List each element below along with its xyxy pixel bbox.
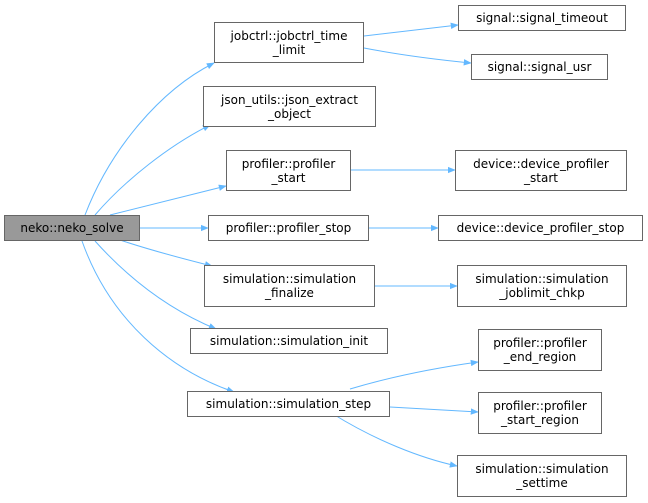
node-device-profiler-start-label: device::device_profiler _start bbox=[473, 156, 609, 185]
node-jobctrl-time-limit-label: jobctrl::jobctrl_time _limit bbox=[230, 28, 348, 57]
node-simulation-init[interactable]: simulation::simulation_init bbox=[190, 328, 388, 354]
node-jobctrl-time-limit[interactable]: jobctrl::jobctrl_time _limit bbox=[214, 22, 364, 63]
node-profiler-start-region[interactable]: profiler::profiler _start_region bbox=[478, 392, 602, 434]
node-profiler-start[interactable]: profiler::profiler _start bbox=[226, 150, 351, 191]
node-signal-timeout[interactable]: signal::signal_timeout bbox=[458, 5, 626, 31]
node-simulation-settime[interactable]: simulation::simulation _settime bbox=[457, 455, 627, 497]
node-simulation-finalize-label: simulation::simulation _finalize bbox=[222, 272, 357, 300]
node-simulation-joblimit-chkp-label: simulation::simulation _joblimit_chkp bbox=[475, 272, 609, 300]
node-signal-usr[interactable]: signal::signal_usr bbox=[471, 54, 608, 80]
node-profiler-end-region-label: profiler::profiler _end_region bbox=[493, 336, 587, 364]
node-profiler-start-region-label: profiler::profiler _start_region bbox=[493, 399, 587, 427]
node-json-extract-object-label: json_utils::json_extract _object bbox=[221, 92, 358, 121]
edge-simulation-step-to-end-region bbox=[349, 359, 479, 390]
edge-neko-solve-to-simulation-step bbox=[81, 240, 235, 393]
node-signal-usr-label: signal::signal_usr bbox=[487, 60, 592, 74]
node-device-profiler-stop[interactable]: device::device_profiler_stop bbox=[438, 215, 643, 241]
edge-neko-solve-to-simulation-finalize bbox=[119, 239, 213, 268]
node-neko-solve: neko::neko_solve bbox=[4, 215, 140, 241]
edge-neko-solve-to-json-extract-object bbox=[94, 124, 211, 216]
node-profiler-stop[interactable]: profiler::profiler_stop bbox=[208, 215, 369, 241]
edge-jobctrl-to-signal-usr bbox=[363, 47, 472, 66]
edge-jobctrl-to-signal-timeout bbox=[363, 22, 459, 37]
edge-neko-solve-to-simulation-init bbox=[94, 240, 217, 330]
node-json-extract-object[interactable]: json_utils::json_extract _object bbox=[203, 86, 376, 127]
node-neko-solve-label: neko::neko_solve bbox=[20, 221, 124, 235]
node-simulation-step[interactable]: simulation::simulation_step bbox=[187, 391, 390, 417]
edge-neko-solve-to-jobctrl-time-limit bbox=[84, 62, 215, 216]
node-simulation-init-label: simulation::simulation_init bbox=[209, 334, 369, 348]
node-device-profiler-start[interactable]: device::device_profiler _start bbox=[455, 150, 627, 191]
edge-neko-solve-to-profiler-start bbox=[109, 184, 227, 216]
node-profiler-start-label: profiler::profiler _start bbox=[241, 156, 336, 185]
node-profiler-end-region[interactable]: profiler::profiler _end_region bbox=[478, 329, 602, 371]
node-simulation-step-label: simulation::simulation_step bbox=[205, 397, 372, 411]
edge-simulation-step-to-settime bbox=[332, 413, 458, 468]
node-signal-timeout-label: signal::signal_timeout bbox=[476, 11, 608, 25]
edge-simulation-step-to-start-region bbox=[389, 406, 479, 415]
node-simulation-finalize[interactable]: simulation::simulation _finalize bbox=[204, 265, 375, 307]
node-device-profiler-stop-label: device::device_profiler_stop bbox=[456, 221, 625, 235]
node-profiler-stop-label: profiler::profiler_stop bbox=[225, 221, 352, 235]
node-simulation-settime-label: simulation::simulation _settime bbox=[475, 462, 609, 490]
node-simulation-joblimit-chkp[interactable]: simulation::simulation _joblimit_chkp bbox=[457, 265, 627, 307]
